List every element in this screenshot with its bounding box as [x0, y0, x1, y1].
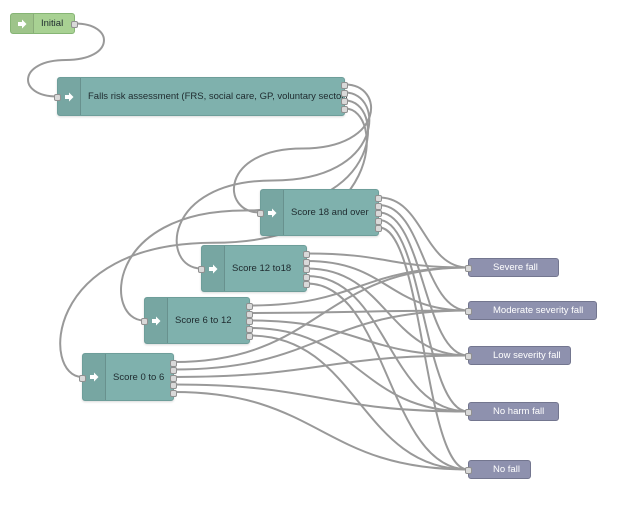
score-12-to-18-node[interactable]: Score 12 to18	[198, 245, 310, 292]
input-port[interactable]	[465, 308, 472, 315]
no-fall-node[interactable]: No fall	[465, 460, 531, 479]
wire-score18-to-moderate[interactable]	[378, 204, 469, 312]
input-port[interactable]	[79, 374, 86, 382]
arrow-right-icon	[261, 190, 284, 235]
score-18-and-over-node[interactable]: Score 18 and over	[257, 189, 382, 236]
wire-score0-to-nofall[interactable]	[173, 391, 469, 471]
wire-score12-to-severe[interactable]	[306, 252, 469, 269]
output-port[interactable]	[170, 374, 177, 382]
wire-score0-to-severe[interactable]	[173, 266, 469, 363]
moderate-severity-fall-node[interactable]: Moderate severity fall	[465, 301, 597, 320]
falls-risk-assessment-node[interactable]: Falls risk assessment (FRS, social care,…	[54, 77, 348, 116]
wire-score6-to-noharm[interactable]	[249, 327, 469, 413]
wire-score0-to-noharm[interactable]	[173, 383, 469, 413]
output-port[interactable]	[375, 225, 382, 232]
node-label: Score 18 and over	[291, 207, 369, 218]
wire-score12-to-moderate[interactable]	[306, 260, 469, 312]
input-port[interactable]	[465, 409, 472, 416]
arrow-right-icon	[11, 14, 34, 33]
wire-score18-to-noharm[interactable]	[378, 219, 469, 413]
node-label: Score 0 to 6	[113, 371, 165, 383]
input-port[interactable]	[54, 94, 61, 101]
node-label: No harm fall	[493, 406, 545, 417]
wire-score0-to-low[interactable]	[173, 354, 469, 378]
input-port[interactable]	[257, 210, 264, 217]
arrow-right-icon	[83, 354, 106, 400]
output-port[interactable]	[246, 303, 253, 310]
wire-score12-to-nofall[interactable]	[306, 282, 469, 471]
node-label: Low severity fall	[493, 350, 561, 361]
node-label: Score 12 to18	[232, 263, 292, 274]
wire-score6-to-nofall[interactable]	[249, 334, 469, 471]
wire-score0-to-moderate[interactable]	[173, 309, 469, 371]
wire-score18-to-low[interactable]	[378, 211, 469, 357]
score-6-to-12-node[interactable]: Score 6 to 12	[141, 297, 253, 344]
node-label: Score 6 to 12	[175, 315, 232, 326]
initial-node[interactable]: Initial	[10, 13, 78, 34]
wire-score6-to-moderate[interactable]	[249, 309, 469, 314]
output-port[interactable]	[341, 82, 348, 89]
wire-falls-to-score18[interactable]	[232, 83, 373, 214]
output-port[interactable]	[246, 318, 253, 325]
node-label: No fall	[493, 464, 520, 475]
wire-score6-to-low[interactable]	[249, 319, 469, 357]
output-port[interactable]	[375, 210, 382, 217]
input-port[interactable]	[465, 265, 472, 272]
input-port[interactable]	[198, 266, 205, 273]
output-port[interactable]	[341, 98, 348, 105]
node-label: Moderate severity fall	[493, 305, 584, 316]
arrow-right-icon	[145, 298, 168, 343]
output-port[interactable]	[375, 202, 382, 210]
output-port[interactable]	[71, 21, 78, 28]
output-port[interactable]	[170, 359, 177, 367]
output-port[interactable]	[170, 367, 177, 374]
output-port[interactable]	[246, 333, 253, 340]
wire-falls-to-score12[interactable]	[175, 91, 371, 270]
node-label: Falls risk assessment (FRS, social care,…	[88, 91, 348, 102]
arrow-right-icon	[202, 246, 225, 291]
output-port[interactable]	[303, 281, 310, 288]
input-port[interactable]	[141, 318, 148, 325]
wire-falls-to-score6[interactable]	[120, 99, 369, 322]
output-port[interactable]	[375, 195, 382, 202]
output-port[interactable]	[246, 310, 253, 318]
arrow-right-icon	[58, 78, 81, 115]
output-port[interactable]	[303, 258, 310, 266]
output-port[interactable]	[170, 389, 177, 397]
output-port[interactable]	[341, 90, 348, 97]
wire-score18-to-severe[interactable]	[378, 196, 469, 269]
score-0-to-6-node[interactable]: Score 0 to 6	[79, 353, 177, 401]
node-label: Initial	[41, 18, 64, 29]
input-port[interactable]	[465, 353, 472, 360]
output-port[interactable]	[303, 266, 310, 273]
wire-initial-to-falls[interactable]	[27, 22, 105, 98]
output-port[interactable]	[246, 325, 253, 333]
wire-score18-to-nofall[interactable]	[378, 226, 469, 471]
low-severity-fall-node[interactable]: Low severity fall	[465, 346, 571, 365]
output-port[interactable]	[375, 217, 382, 225]
severe-fall-node[interactable]: Severe fall	[465, 258, 559, 277]
output-port[interactable]	[170, 382, 177, 389]
output-port[interactable]	[341, 106, 348, 113]
wire-score12-to-noharm[interactable]	[306, 275, 469, 413]
input-port[interactable]	[465, 467, 472, 474]
output-port[interactable]	[303, 273, 310, 281]
output-port[interactable]	[303, 251, 310, 258]
wire-falls-to-score0[interactable]	[59, 107, 368, 378]
node-label: Severe fall	[493, 262, 538, 273]
no-harm-fall-node[interactable]: No harm fall	[465, 402, 559, 421]
